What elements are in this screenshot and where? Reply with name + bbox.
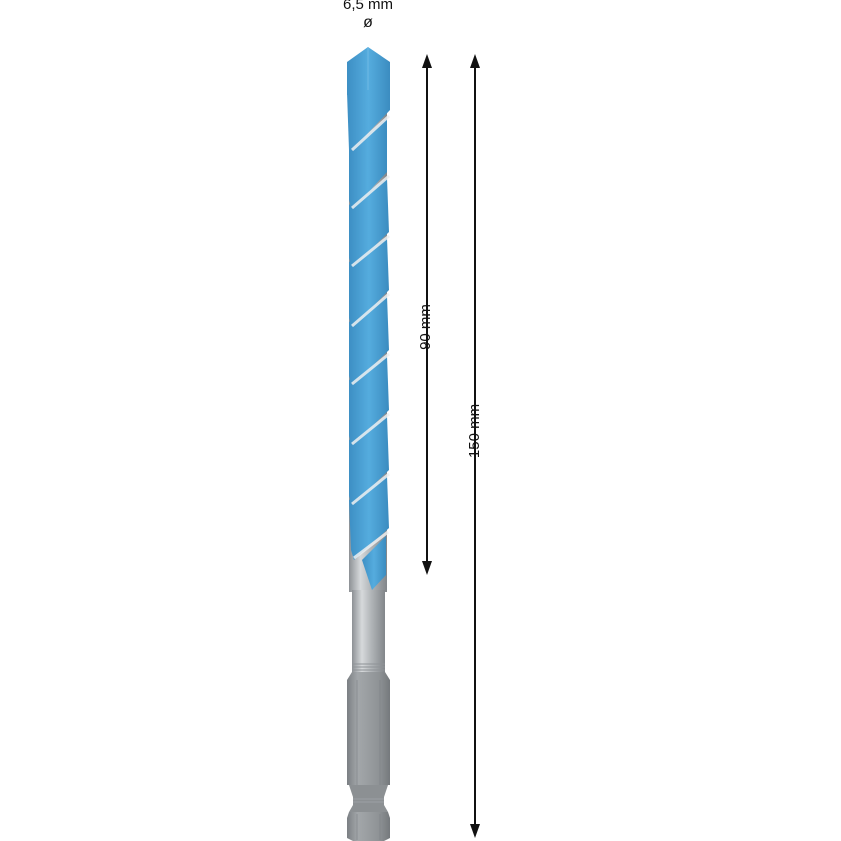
arrowhead-down-icon [422, 561, 432, 575]
total-length-label: 150 mm [466, 403, 483, 459]
arrowhead-up-icon [422, 54, 432, 68]
arrowhead-down-icon [470, 824, 480, 838]
round-shank [352, 590, 385, 672]
working-length-dimension-line [422, 54, 432, 575]
hex-shank [347, 672, 390, 841]
total-length-dimension-line [470, 54, 480, 838]
diameter-label: 6,5 mm [342, 0, 393, 13]
spiral-flutes [347, 92, 391, 592]
arrowhead-up-icon [470, 54, 480, 68]
carbide-tip [347, 47, 390, 95]
diameter-symbol: ø [363, 14, 373, 31]
working-length-label: 90 mm [417, 304, 434, 350]
